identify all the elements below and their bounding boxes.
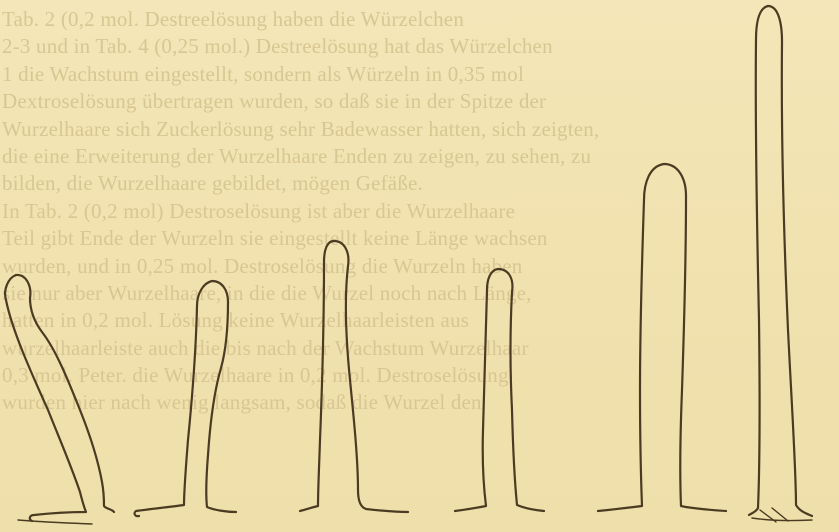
root-hair-figure-4 <box>455 269 544 511</box>
root-hair-figure-5 <box>598 164 726 511</box>
root-hair-figure-1 <box>5 275 114 524</box>
root-hair-figure-2 <box>135 281 236 516</box>
root-hair-figure-6 <box>749 6 812 522</box>
root-hair-figure-3 <box>300 241 408 512</box>
